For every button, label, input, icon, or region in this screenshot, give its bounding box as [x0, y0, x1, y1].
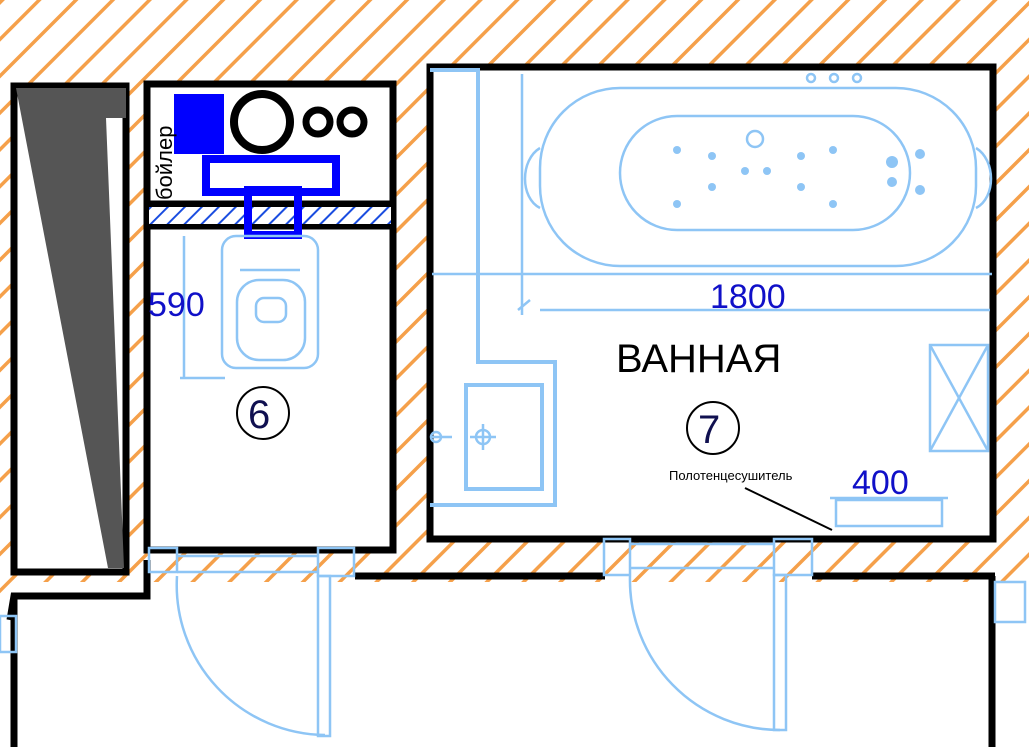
towel-dryer-leader	[744, 487, 833, 531]
towel-dryer-icon	[830, 496, 948, 528]
bathtub-length-label: 1800	[710, 278, 786, 316]
bathtub-icon	[523, 72, 993, 268]
room-number-circle	[236, 386, 290, 440]
ventilation-shaft-icon	[928, 343, 990, 453]
boiler-unit	[174, 94, 224, 154]
bathroom-fixtures	[430, 68, 992, 507]
door-jamb-right	[993, 580, 1027, 624]
bathroom-door[interactable]	[602, 537, 814, 732]
boiler-label: бойлер	[152, 126, 177, 200]
toilet-bowl-icon	[220, 234, 320, 370]
bathroom-room-number: 7	[698, 408, 720, 452]
toilet-dimension	[180, 236, 225, 380]
pipe-small-icon	[336, 106, 368, 138]
bathroom-floor	[430, 67, 993, 539]
pipe-small-icon	[302, 106, 334, 138]
bathroom-label: ВАННАЯ	[616, 337, 781, 381]
corridor-floor	[14, 582, 1029, 747]
wardrobe	[10, 82, 130, 576]
washbasin-icon	[429, 383, 544, 491]
room-number-circle	[686, 401, 740, 455]
door-jamb-left	[0, 614, 18, 654]
installation-shelf	[149, 207, 391, 224]
boiler-niche: бойлер	[152, 90, 368, 239]
towel-dryer-label: Полотенцесушитель	[669, 468, 793, 483]
towel-dryer-width-label: 400	[852, 464, 909, 502]
walls	[6, 63, 997, 747]
toilet-dimension-label: 590	[148, 286, 205, 324]
toilet-door[interactable]	[147, 546, 356, 738]
pipe-large-icon	[230, 90, 294, 154]
toilet-room-number: 6	[248, 393, 270, 437]
